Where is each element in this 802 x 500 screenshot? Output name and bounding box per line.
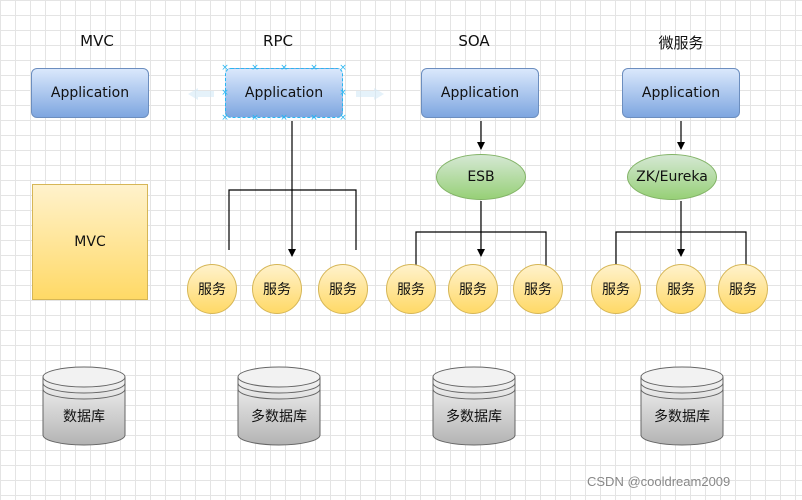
mvc-application-box[interactable]: Application bbox=[31, 68, 149, 118]
esb-node[interactable]: ESB bbox=[436, 154, 526, 200]
soa-service-node[interactable]: 服务 bbox=[448, 264, 498, 314]
database-icon bbox=[432, 366, 516, 446]
rpc-application-box[interactable]: Application bbox=[225, 68, 343, 118]
soa-connectors bbox=[415, 121, 547, 266]
database-icon bbox=[640, 366, 724, 446]
column-title-rpc: RPC bbox=[263, 32, 293, 50]
resize-handle-icon[interactable]: × bbox=[280, 113, 288, 123]
microservice-connectors bbox=[615, 121, 747, 266]
rpc-selection-hint-arrows bbox=[188, 88, 384, 100]
resize-handle-icon[interactable]: × bbox=[221, 63, 229, 73]
microservice-service-node[interactable]: 服务 bbox=[591, 264, 641, 314]
database-label: 多数据库 bbox=[251, 409, 307, 425]
database-label: 多数据库 bbox=[446, 409, 502, 425]
mvc-database[interactable]: 数据库 bbox=[42, 366, 126, 446]
soa-application-box[interactable]: Application bbox=[421, 68, 539, 118]
rpc-service-node[interactable]: 服务 bbox=[187, 264, 237, 314]
resize-handle-icon[interactable]: × bbox=[280, 63, 288, 73]
watermark-text: CSDN @cooldream2009 bbox=[587, 474, 731, 489]
resize-handle-icon[interactable]: × bbox=[251, 63, 259, 73]
column-title-mvc: MVC bbox=[80, 32, 114, 50]
soa-service-node[interactable]: 服务 bbox=[386, 264, 436, 314]
microservice-service-node[interactable]: 服务 bbox=[656, 264, 706, 314]
resize-handle-icon[interactable]: × bbox=[221, 88, 229, 98]
resize-handle-icon[interactable]: × bbox=[310, 63, 318, 73]
database-label: 多数据库 bbox=[654, 409, 710, 425]
column-title-soa: SOA bbox=[458, 32, 490, 50]
soa-service-node[interactable]: 服务 bbox=[513, 264, 563, 314]
resize-handle-icon[interactable]: × bbox=[339, 88, 347, 98]
database-label: 数据库 bbox=[63, 409, 105, 425]
microservice-application-box[interactable]: Application bbox=[622, 68, 740, 118]
rpc-database[interactable]: 多数据库 bbox=[237, 366, 321, 446]
rpc-service-node[interactable]: 服务 bbox=[252, 264, 302, 314]
microservice-database[interactable]: 多数据库 bbox=[640, 366, 724, 446]
resize-handle-icon[interactable]: × bbox=[339, 63, 347, 73]
resize-handle-icon[interactable]: × bbox=[251, 113, 259, 123]
resize-handle-icon[interactable]: × bbox=[221, 113, 229, 123]
rpc-service-node[interactable]: 服务 bbox=[318, 264, 368, 314]
mvc-module-box[interactable]: MVC bbox=[32, 184, 148, 300]
rpc-connectors bbox=[228, 121, 357, 257]
registry-node[interactable]: ZK/Eureka bbox=[627, 154, 717, 200]
resize-handle-icon[interactable]: × bbox=[339, 113, 347, 123]
microservice-service-node[interactable]: 服务 bbox=[718, 264, 768, 314]
database-icon bbox=[237, 366, 321, 446]
resize-handle-icon[interactable]: × bbox=[310, 113, 318, 123]
database-icon bbox=[42, 366, 126, 446]
soa-database[interactable]: 多数据库 bbox=[432, 366, 516, 446]
column-title-microservice: 微服务 bbox=[658, 34, 704, 52]
